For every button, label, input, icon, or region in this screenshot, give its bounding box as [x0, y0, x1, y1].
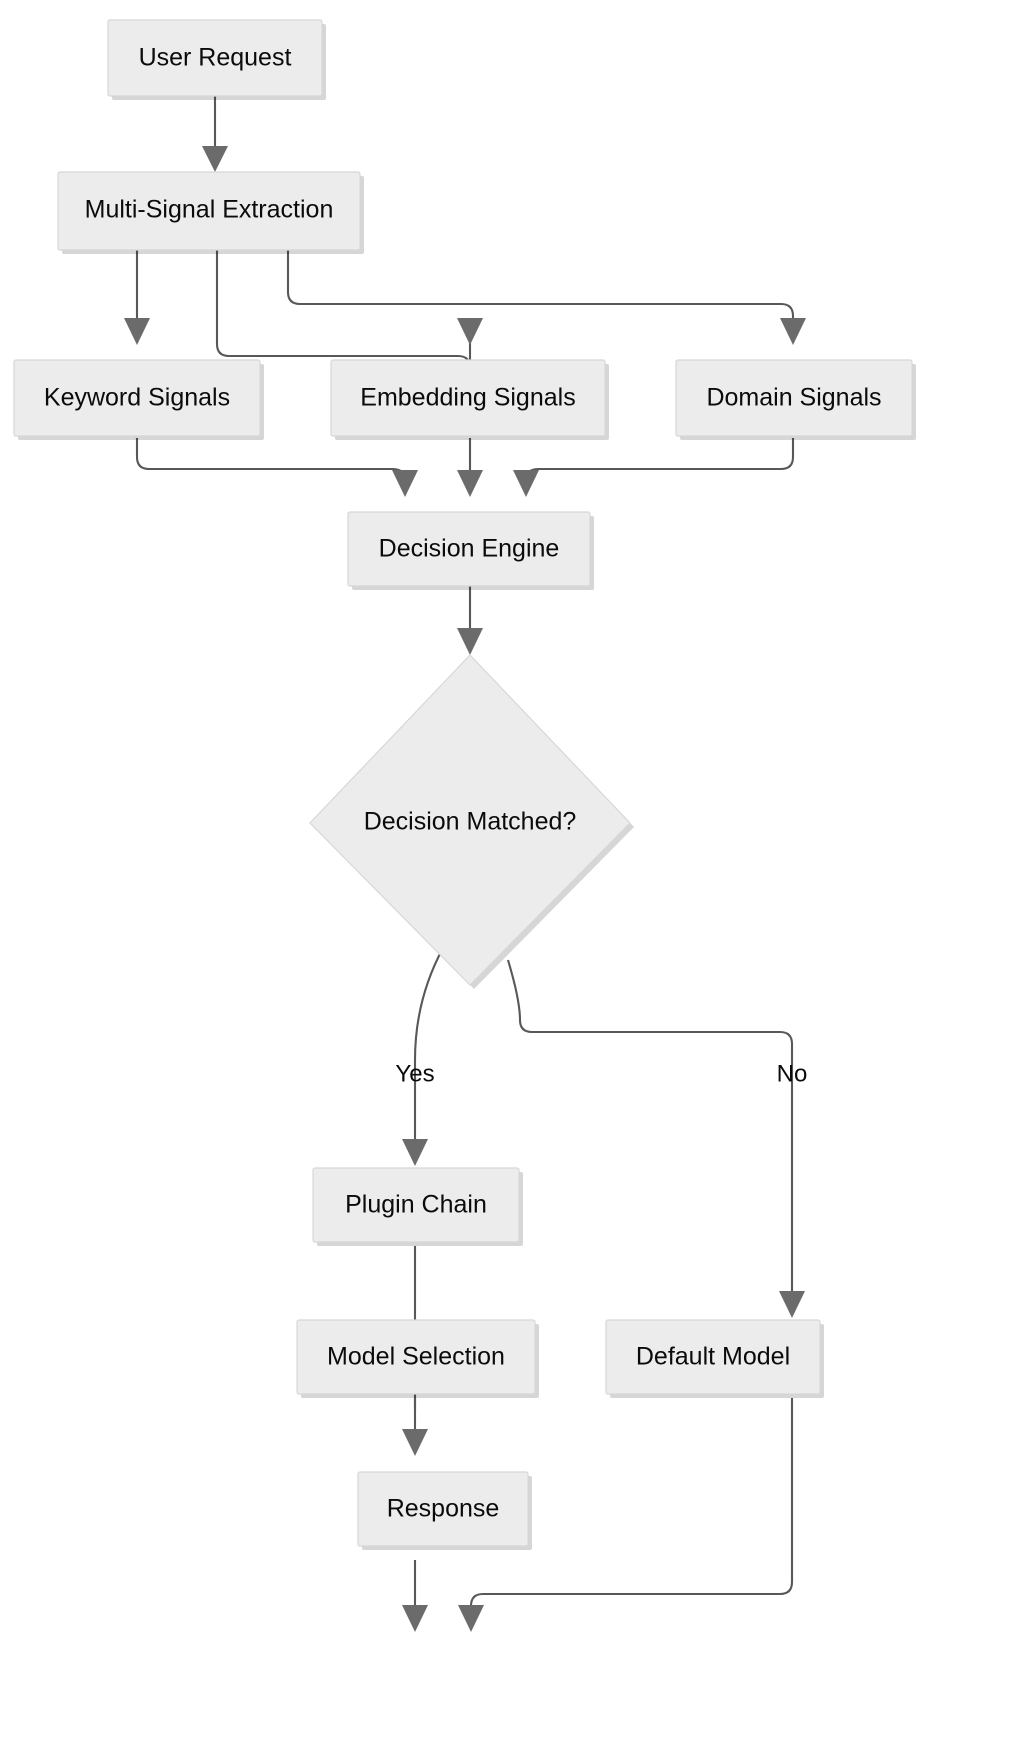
node-model-selection[interactable]: Model Selection — [296, 1319, 539, 1398]
node-multi-signal-extraction[interactable]: Multi-Signal Extraction — [57, 171, 364, 254]
node-response[interactable]: Response — [357, 1471, 532, 1550]
edge-decision-matched-to-plugin-chain: Yes — [395, 947, 444, 1166]
node-keyword-signals[interactable]: Keyword Signals — [13, 359, 264, 440]
edge-multi-signal-to-domain-signals — [286, 250, 806, 345]
edge-multi-signal-to-embedding-signals — [215, 250, 483, 370]
node-default-model[interactable]: Default Model — [605, 1319, 824, 1398]
node-user-request[interactable]: User Request — [107, 19, 326, 100]
edge-decision-matched-to-default-model: No — [506, 959, 808, 1318]
node-label-decision-engine: Decision Engine — [379, 535, 560, 563]
node-label-response: Response — [387, 1495, 500, 1523]
edge-model-selection-to-response — [402, 1398, 428, 1632]
edge-layer: Yes No — [124, 96, 807, 1632]
edge-keyword-signals-to-decision-engine — [135, 438, 418, 497]
node-label-default-model: Default Model — [636, 1343, 790, 1371]
node-label-domain-signals: Domain Signals — [706, 384, 881, 412]
node-label-plugin-chain: Plugin Chain — [345, 1191, 487, 1219]
node-label-decision-matched: Decision Matched? — [364, 808, 577, 836]
edge-label-yes: Yes — [395, 1060, 434, 1087]
node-label-keyword-signals: Keyword Signals — [44, 384, 230, 412]
edge-domain-signals-to-decision-engine — [513, 438, 795, 497]
edge-embedding-signals-to-decision-engine — [457, 438, 483, 497]
node-label-model-selection: Model Selection — [327, 1343, 505, 1371]
node-label-multi-signal-extraction: Multi-Signal Extraction — [85, 196, 334, 224]
edge-label-no: No — [777, 1060, 808, 1087]
node-label-user-request: User Request — [139, 44, 292, 72]
edge-default-model-to-response — [458, 1398, 794, 1632]
node-embedding-signals[interactable]: Embedding Signals — [330, 359, 609, 440]
edge-decision-engine-to-decision-matched — [457, 586, 483, 655]
edge-multi-signal-to-keyword-signals — [124, 250, 150, 345]
edge-user-request-to-multi-signal — [202, 96, 228, 172]
node-layer: User Request Multi-Signal Extraction Key… — [13, 19, 916, 1550]
node-domain-signals[interactable]: Domain Signals — [675, 359, 916, 440]
node-label-embedding-signals: Embedding Signals — [360, 384, 575, 412]
node-decision-engine[interactable]: Decision Engine — [347, 511, 594, 590]
node-decision-matched[interactable]: Decision Matched? — [309, 654, 634, 989]
node-plugin-chain[interactable]: Plugin Chain — [312, 1167, 523, 1246]
